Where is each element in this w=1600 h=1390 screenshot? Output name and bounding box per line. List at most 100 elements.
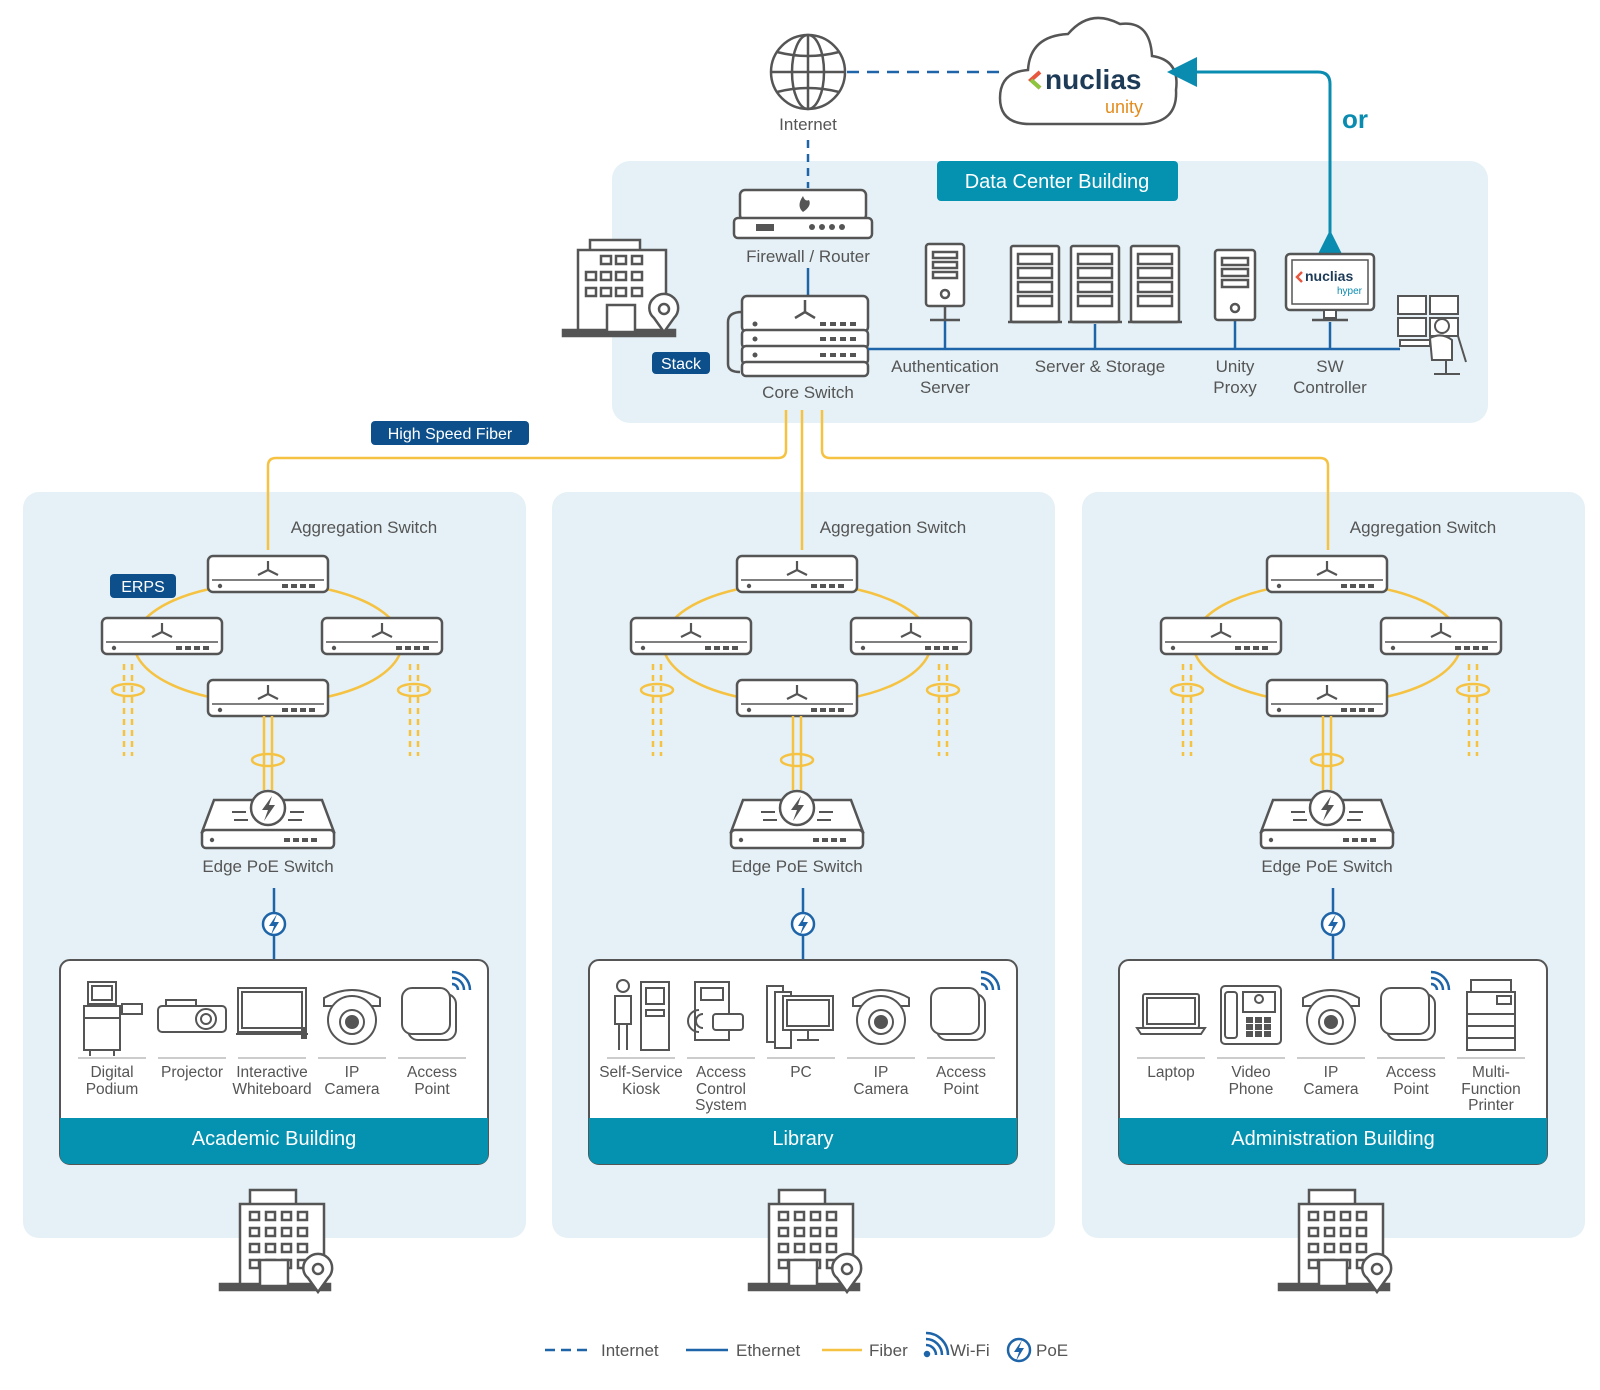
- internet-label: Internet: [779, 115, 837, 134]
- camera-icon: [852, 989, 910, 1045]
- high-speed-fiber-label: High Speed Fiber: [388, 426, 513, 443]
- datacenter-title-badge: [937, 161, 1178, 201]
- device-label-line1: Projector: [161, 1064, 223, 1081]
- nuclias-unity-sub: unity: [1105, 97, 1143, 117]
- poe-icon: [1006, 1337, 1032, 1363]
- device-label-line1: IP: [874, 1064, 889, 1081]
- camera-icon: [323, 989, 381, 1045]
- aggregation-switch-icon: [206, 678, 330, 718]
- agg-to-edge-fiber: [1309, 716, 1345, 790]
- poe-link: [1320, 888, 1346, 960]
- nuclias-hyper-brand: nuclias: [1305, 268, 1353, 284]
- podium-icon: [83, 981, 143, 1056]
- authentication-server-icon: [924, 242, 966, 322]
- fiber-riser: [639, 664, 675, 756]
- edge-poe-switch-icon: [1259, 789, 1395, 850]
- device-label-line2: Point: [414, 1081, 450, 1098]
- device-label-line2: Camera: [324, 1081, 380, 1098]
- aggregation-switch-icon: [629, 616, 753, 656]
- device-label-line2: Kiosk: [622, 1081, 660, 1098]
- agg-to-edge-fiber: [779, 716, 815, 790]
- core-switch-icon: [726, 294, 870, 378]
- building-name: Academic Building: [192, 1128, 357, 1150]
- legend-wifi-label: Wi-Fi: [950, 1341, 990, 1360]
- printer-icon: [1466, 979, 1516, 1051]
- core-fiber-links: [266, 410, 1330, 550]
- aggregation-switch-icon: [735, 678, 859, 718]
- aggregation-switch-icon: [1265, 678, 1389, 718]
- projector-icon: [157, 999, 227, 1033]
- device-label-line2: Phone: [1229, 1081, 1274, 1098]
- device-label-line2: Point: [1393, 1081, 1429, 1098]
- pc-icon: [766, 985, 834, 1049]
- device-label-line1: Laptop: [1147, 1064, 1194, 1081]
- edge-poe-switch-label: Edge PoE Switch: [1261, 857, 1392, 876]
- device-label-line1: PC: [790, 1064, 812, 1081]
- device-label-line1: Self-Service: [599, 1064, 683, 1081]
- aggregation-switch-icon: [100, 616, 224, 656]
- camera-icon: [1302, 989, 1360, 1045]
- operator-workstation-icon: [1397, 295, 1467, 375]
- device-label-line2: Podium: [86, 1081, 139, 1098]
- erps-badge: [110, 574, 176, 598]
- video-phone-icon: [1220, 985, 1282, 1045]
- fiber-riser: [925, 664, 961, 756]
- high-speed-fiber-badge: [371, 421, 529, 445]
- device-label-line1: Digital: [90, 1064, 133, 1081]
- server-storage-label: Server & Storage: [1035, 357, 1165, 376]
- aggregation-switch-icon: [849, 616, 973, 656]
- sw-controller-icon: nuclias hyper: [1284, 252, 1376, 322]
- edge-poe-switch-icon: [200, 789, 336, 850]
- stack-badge: [652, 352, 710, 374]
- building-name: Administration Building: [1231, 1128, 1434, 1150]
- fiber-riser: [396, 664, 432, 756]
- legend-ethernet-label: Ethernet: [736, 1341, 801, 1360]
- or-label: or: [1342, 104, 1368, 134]
- device-label-line1: Interactive: [236, 1064, 308, 1081]
- proxy-label-line1: Unity: [1216, 357, 1255, 376]
- laptop-icon: [1135, 993, 1207, 1035]
- device-label-line1: Access: [936, 1064, 986, 1081]
- fiber-riser: [1169, 664, 1205, 756]
- agg-to-edge-fiber: [250, 716, 286, 790]
- device-label-line2: Control: [696, 1081, 746, 1098]
- legend-internet-label: Internet: [601, 1341, 659, 1360]
- aggregation-switch-label: Aggregation Switch: [1350, 518, 1496, 537]
- access-point-icon: [1380, 970, 1451, 1041]
- aggregation-switch-icon: [1379, 616, 1503, 656]
- nuclias-unity-logo: nuclias unity: [1027, 64, 1143, 117]
- building-name-bar: [60, 1118, 488, 1164]
- sw-label-line2: Controller: [1293, 378, 1367, 397]
- device-label-line1: Video: [1231, 1064, 1270, 1081]
- kiosk-icon: [614, 979, 670, 1051]
- aggregation-switch-label: Aggregation Switch: [820, 518, 966, 537]
- device-label-line1: Access: [696, 1064, 746, 1081]
- edge-poe-switch-label: Edge PoE Switch: [731, 857, 862, 876]
- device-label-line2: Whiteboard: [232, 1081, 311, 1098]
- unity-proxy-icon: [1213, 248, 1257, 322]
- auth-label-line2: Server: [920, 378, 970, 397]
- legend: Internet Ethernet Fiber Wi-Fi PoE: [545, 1331, 1068, 1363]
- aggregation-switch-icon: [735, 554, 859, 594]
- legend-poe-label: PoE: [1036, 1341, 1068, 1360]
- core-switch-label: Core Switch: [762, 383, 854, 402]
- poe-link: [790, 888, 816, 960]
- nuclias-hyper-sub: hyper: [1337, 286, 1363, 297]
- building-icon: [1277, 1188, 1393, 1295]
- fiber-riser: [1455, 664, 1491, 756]
- building-name-bar: [1119, 1118, 1547, 1164]
- server-storage-icon: [1008, 244, 1182, 324]
- edge-poe-switch-icon: [729, 789, 865, 850]
- fiber-riser: [110, 664, 146, 756]
- device-label-line1: IP: [345, 1064, 360, 1081]
- device-label-line2: Point: [943, 1081, 979, 1098]
- building-icon: [218, 1188, 334, 1295]
- device-label-line2: Function: [1461, 1081, 1520, 1098]
- wifi-icon: [923, 1331, 950, 1358]
- proxy-label-line2: Proxy: [1213, 378, 1257, 397]
- globe-icon: [769, 33, 847, 111]
